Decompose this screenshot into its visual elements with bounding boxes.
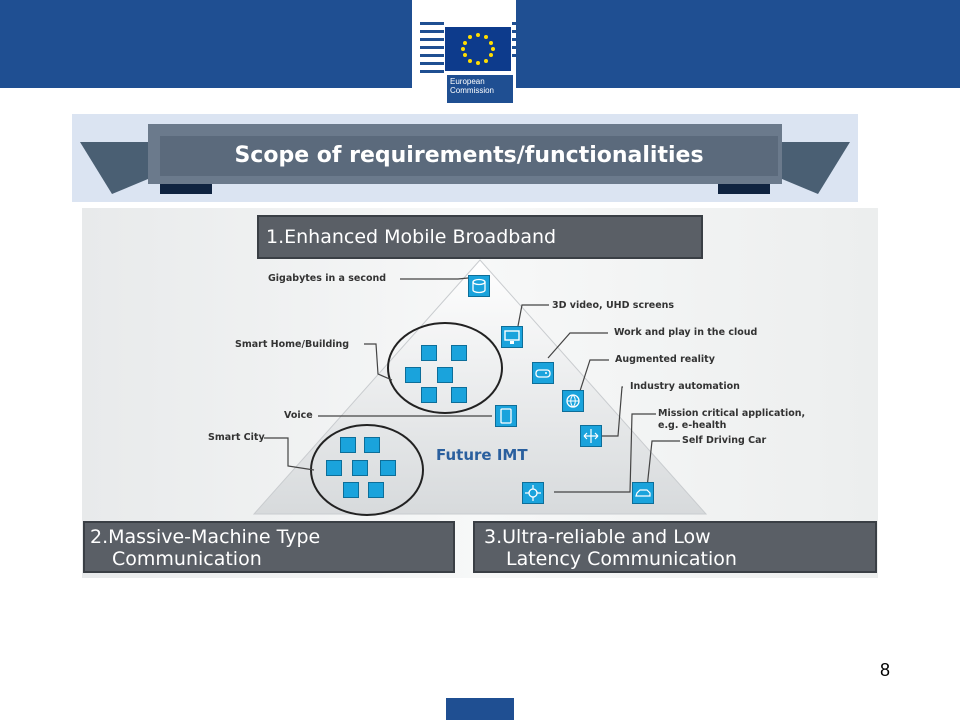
urllc-box — [473, 521, 877, 573]
monitor-icon — [501, 326, 523, 348]
label-industry: Industry automation — [630, 381, 740, 392]
tablet-icon — [495, 405, 517, 427]
logo-line2: Commission — [450, 86, 495, 95]
label-voice: Voice — [284, 410, 313, 421]
smart-home-circle — [387, 322, 503, 414]
fridge-icon — [451, 345, 467, 361]
database-icon — [468, 275, 490, 297]
slide-title: Scope of requirements/functionalities — [234, 143, 704, 168]
label-mission-line1: Mission critical application, — [658, 408, 806, 419]
arrows-icon — [580, 425, 602, 447]
label-smart-home: Smart Home/Building — [235, 339, 350, 350]
mmtc-label-line1: 2.Massive-Machine Type — [90, 526, 321, 548]
wind-turbine-icon — [364, 437, 380, 453]
label-cloud: Work and play in the cloud — [614, 327, 758, 338]
connector-lines — [264, 277, 680, 493]
label-car: Self Driving Car — [682, 435, 767, 446]
gamepad-icon — [532, 362, 554, 384]
future-imt-label: Future IMT — [436, 446, 528, 464]
label-video: 3D video, UHD screens — [552, 300, 675, 311]
mmtc-label-line2: Communication — [112, 548, 262, 570]
logo-building-icon — [420, 22, 516, 73]
imt-pyramid-diagram — [82, 208, 878, 578]
tv-icon — [421, 345, 437, 361]
page-number: 8 — [880, 660, 891, 680]
logo-line1: European — [450, 77, 485, 86]
label-mission-line2: e.g. e-health — [658, 420, 727, 431]
sensor-icon — [326, 460, 342, 476]
label-gigabytes: Gigabytes in a second — [268, 273, 387, 284]
title-ribbon — [80, 124, 850, 194]
urllc-label-line1: 3.Ultra-reliable and Low — [484, 526, 711, 548]
logo-text: European Commission — [447, 75, 513, 103]
embb-box — [257, 215, 703, 259]
camera-icon — [368, 482, 384, 498]
globe-icon — [562, 390, 584, 412]
city-car-icon — [340, 437, 356, 453]
footer-tab — [446, 698, 514, 720]
robot-arm-icon — [522, 482, 544, 504]
home-icon — [405, 367, 421, 383]
car-icon — [632, 482, 654, 504]
street-light-icon — [343, 482, 359, 498]
laptop-icon — [421, 387, 437, 403]
label-ar: Augmented reality — [615, 354, 715, 365]
power-line-icon — [380, 460, 396, 476]
mmtc-box — [83, 521, 455, 573]
city-home-icon — [352, 460, 368, 476]
label-smart-city: Smart City — [208, 432, 265, 443]
washer-icon — [451, 387, 467, 403]
eu-flag-icon — [445, 27, 511, 71]
urllc-label-line2: Latency Communication — [506, 548, 737, 570]
appliance-icon — [437, 367, 453, 383]
embb-label: 1.Enhanced Mobile Broadband — [266, 226, 557, 248]
